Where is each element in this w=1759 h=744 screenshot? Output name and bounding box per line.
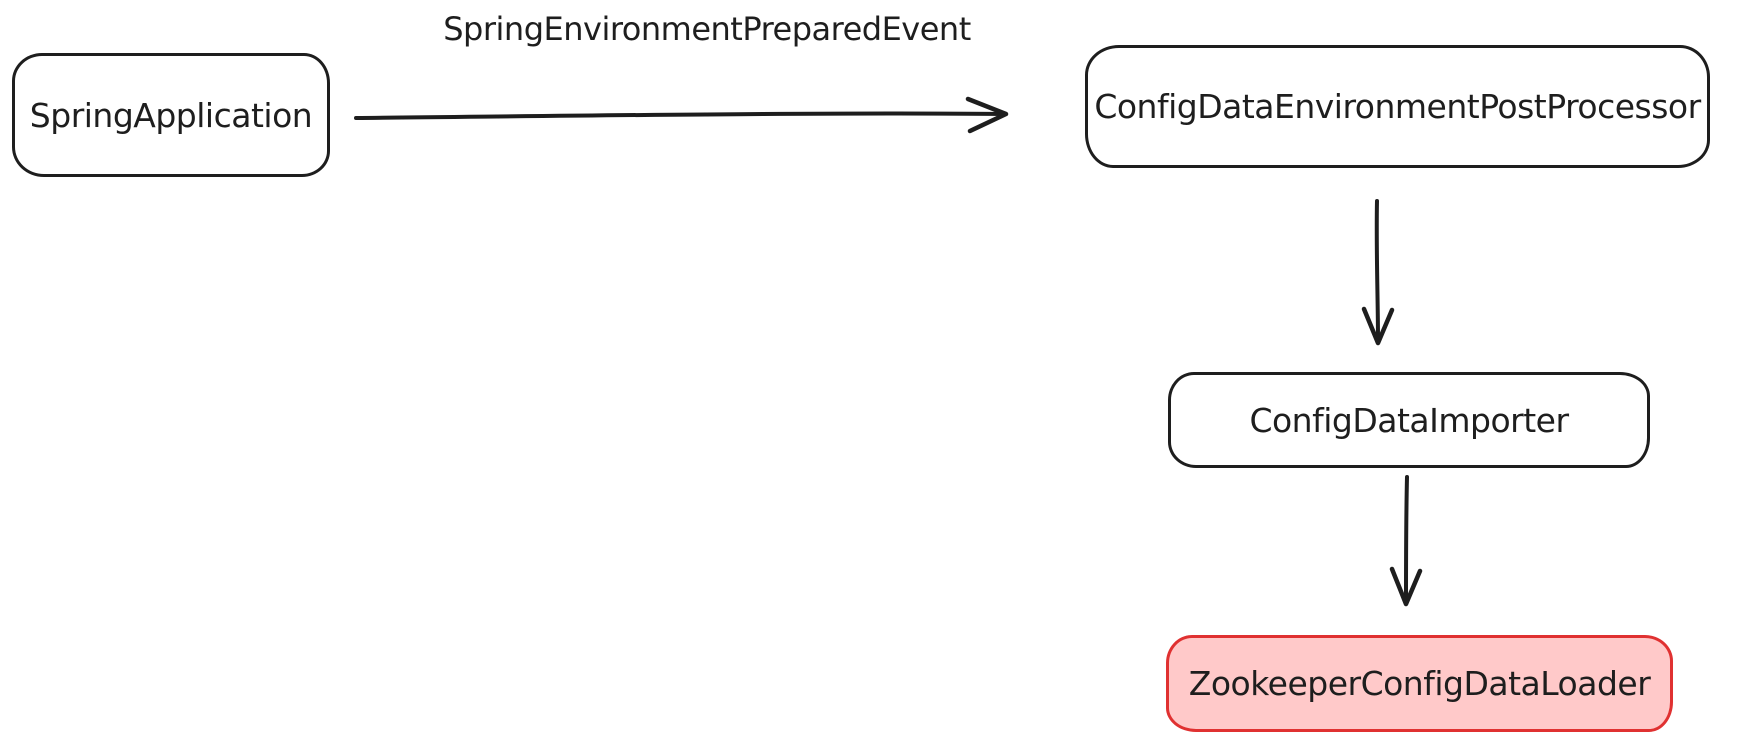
arrow-head-down-icon xyxy=(1361,306,1395,346)
arrow-head-down-icon xyxy=(1389,566,1423,607)
node-spring-application: SpringApplication xyxy=(12,53,330,177)
edge-importer-to-loader xyxy=(1389,475,1423,607)
node-config-data-importer: ConfigDataImporter xyxy=(1168,372,1650,468)
node-zookeeper-config-data-loader-label: ZookeeperConfigDataLoader xyxy=(1188,664,1651,703)
edge-spring-to-postprocessor xyxy=(354,96,1009,134)
node-spring-application-label: SpringApplication xyxy=(29,95,313,135)
edge-postprocessor-to-importer xyxy=(1361,199,1395,346)
arrow-line xyxy=(354,111,1004,120)
node-zookeeper-config-data-loader: ZookeeperConfigDataLoader xyxy=(1166,635,1673,732)
node-config-data-environment-post-processor-label: ConfigDataEnvironmentPostProcessor xyxy=(1094,87,1701,126)
arrow-head-right-icon xyxy=(965,96,1009,134)
arrow-line xyxy=(1374,199,1380,342)
node-config-data-importer-label: ConfigDataImporter xyxy=(1249,400,1569,440)
arrow-line xyxy=(1404,475,1409,603)
node-config-data-environment-post-processor: ConfigDataEnvironmentPostProcessor xyxy=(1085,45,1710,168)
edge-label-spring-environment-prepared-event: SpringEnvironmentPreparedEvent xyxy=(443,10,971,48)
